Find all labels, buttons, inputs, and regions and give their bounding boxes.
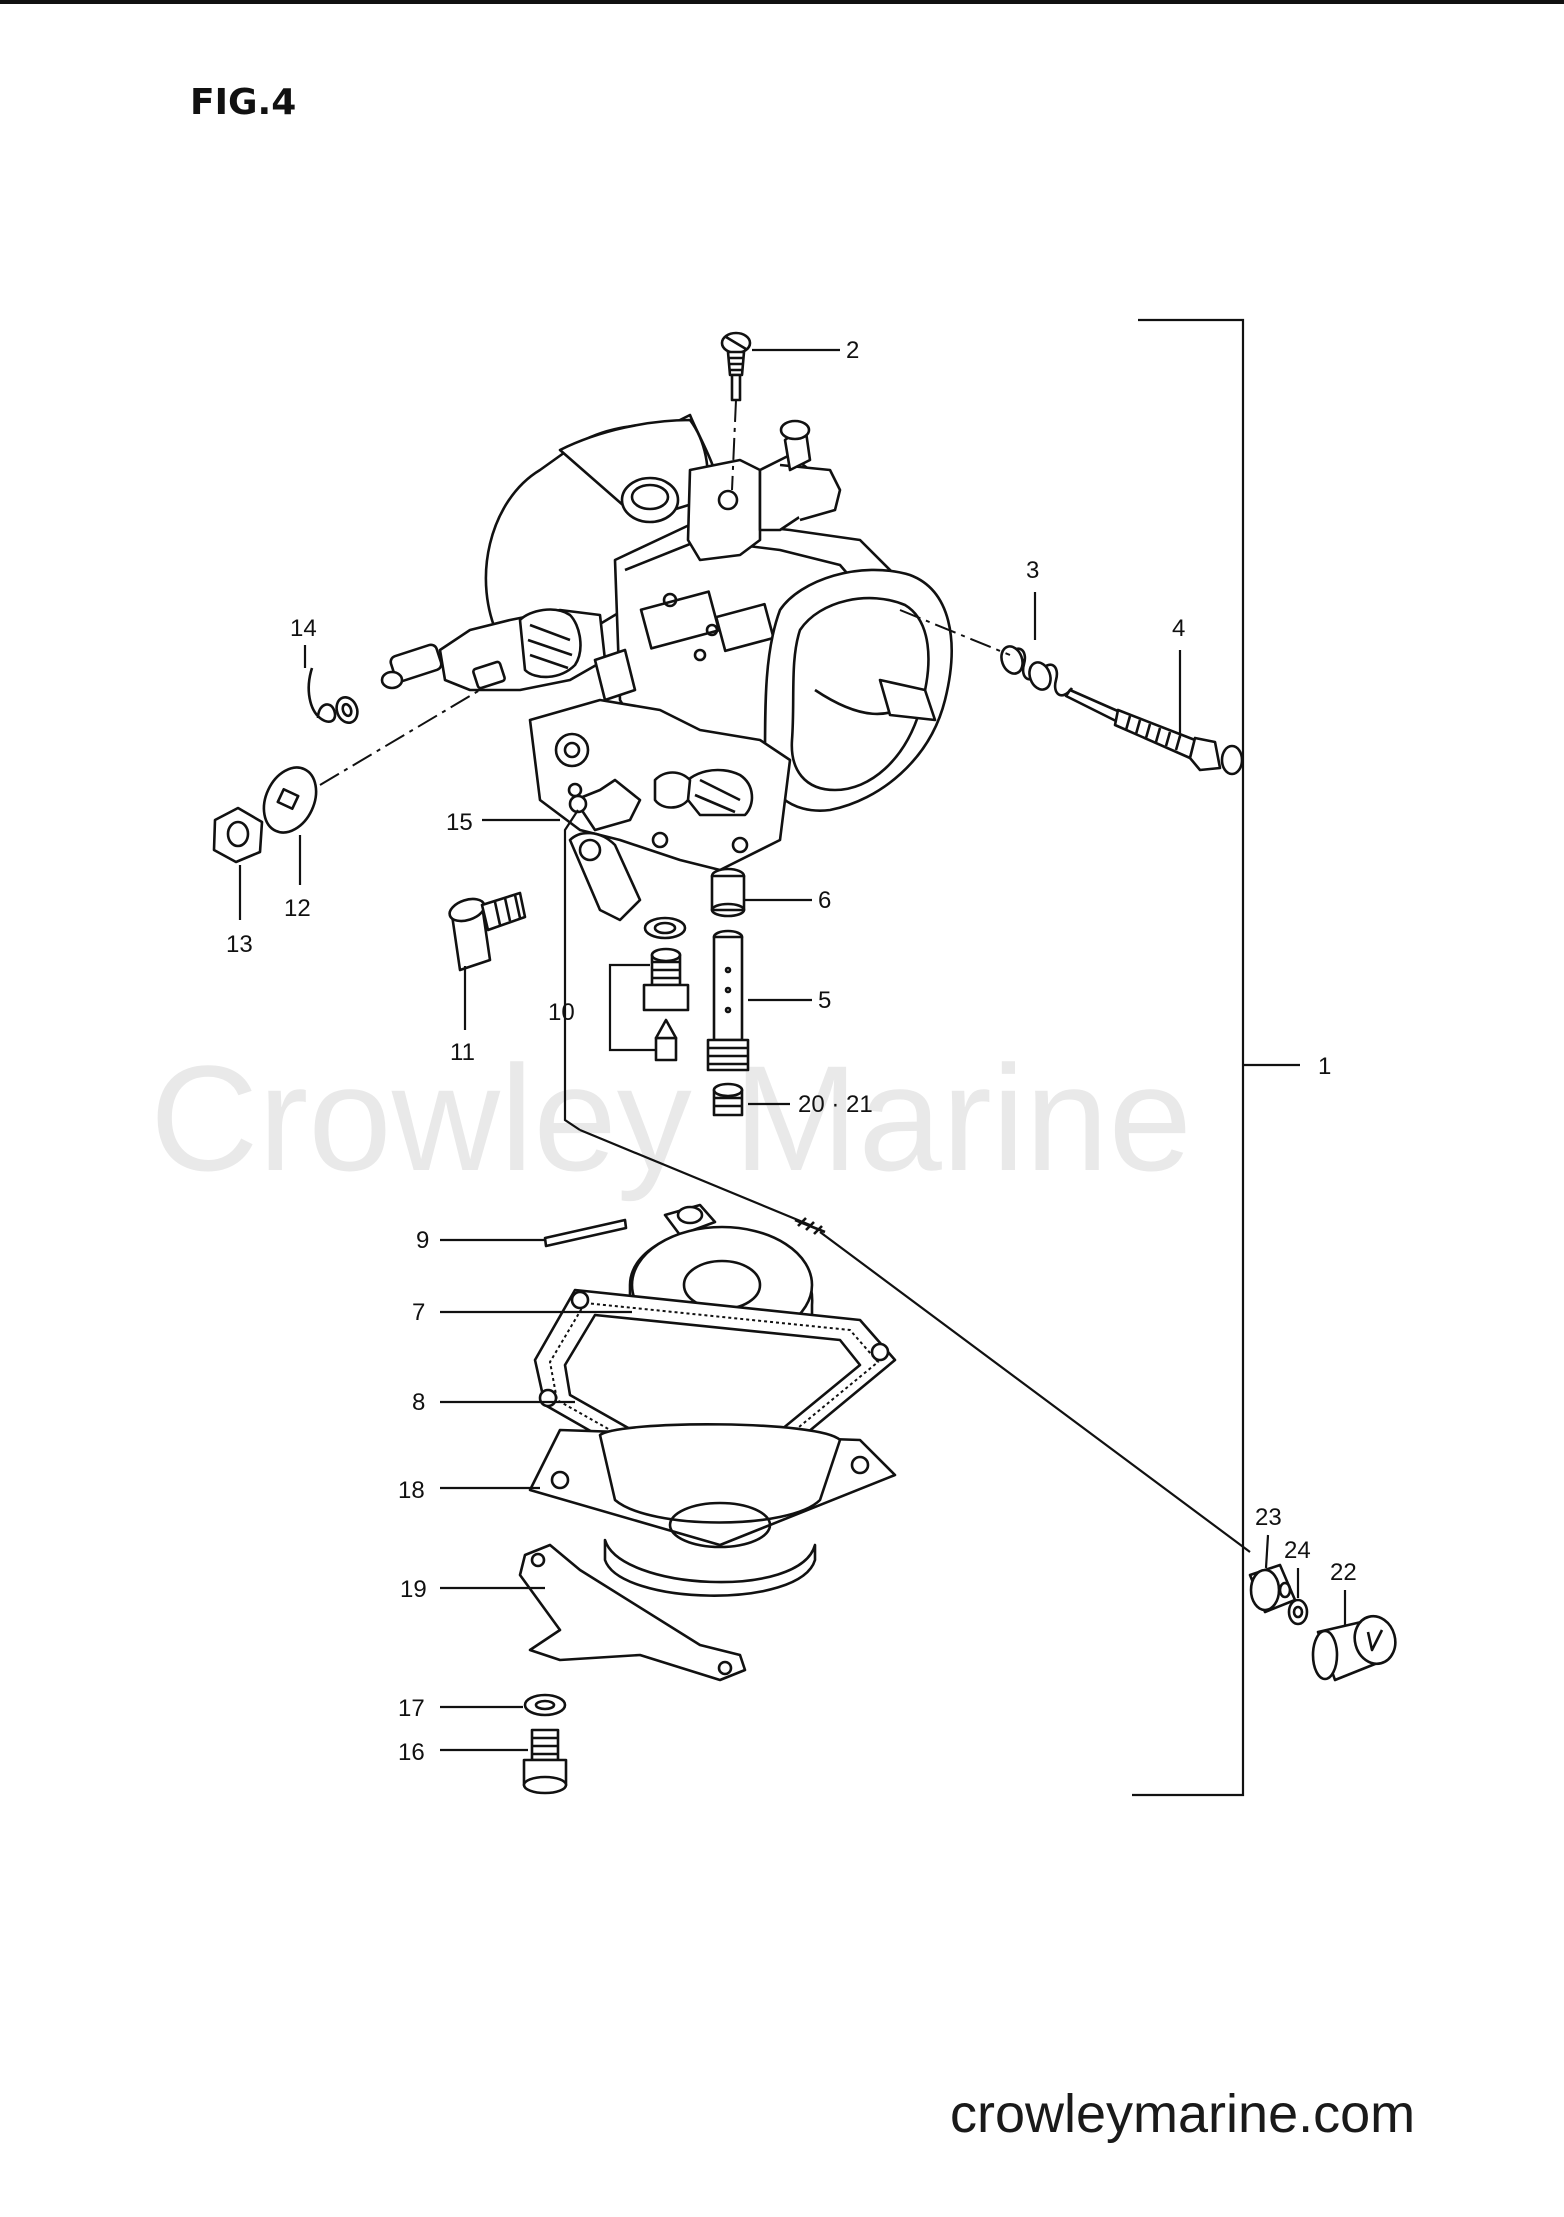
part-12-washer <box>262 766 318 834</box>
callout-8: 8 <box>412 1389 425 1416</box>
part-13-nut <box>212 806 264 864</box>
part-18-float-bowl <box>528 1423 897 1597</box>
figure-title: FIG.4 <box>190 82 296 123</box>
callout-14: 14 <box>290 615 317 642</box>
watermark-text: Crowley Marine <box>150 1034 1192 1202</box>
part-16-screw <box>522 1728 568 1795</box>
part-5-main-nozzle <box>706 929 750 1072</box>
part-17-washer <box>523 1693 567 1717</box>
part-11-bolt <box>448 891 527 972</box>
assembly-bracket <box>1132 318 1300 1797</box>
part-2-screw <box>720 331 752 491</box>
part-3-spring <box>1000 645 1074 697</box>
callout-22: 22 <box>1330 1559 1357 1586</box>
callout-1: 1 <box>1318 1053 1331 1080</box>
carburetor-body <box>380 413 953 922</box>
callout-7: 7 <box>412 1299 425 1326</box>
callout-3: 3 <box>1026 557 1039 584</box>
callout-19: 19 <box>400 1576 427 1603</box>
part-6-sleeve <box>710 867 746 918</box>
callout-13: 13 <box>226 931 253 958</box>
part-10-needle-valve <box>608 916 690 1062</box>
callout-11: 11 <box>450 1039 475 1066</box>
callout-5: 5 <box>818 987 831 1014</box>
part-8-gasket <box>533 1288 897 1507</box>
callout-15: 15 <box>446 809 473 836</box>
leader-lines <box>238 348 1347 1752</box>
callout-23: 23 <box>1255 1504 1282 1531</box>
callout-10: 10 <box>548 999 575 1026</box>
part-24-nut <box>1287 1598 1309 1626</box>
callout-12: 12 <box>284 895 311 922</box>
callout-labels: 1 2 3 4 5 6 7 8 9 10 11 12 13 14 15 16 1… <box>226 337 1357 1766</box>
part-23-grommet <box>1248 1563 1297 1614</box>
part-14-clip <box>307 667 359 724</box>
part-15-link-rod <box>563 794 1251 1553</box>
callout-6: 6 <box>818 887 831 914</box>
callout-9: 9 <box>416 1227 429 1254</box>
callout-17: 17 <box>398 1695 425 1722</box>
part-20-21-main-jet <box>712 1082 744 1117</box>
part-19-plate <box>518 1543 747 1682</box>
footer-site-text: crowleymarine.com <box>950 2084 1415 2144</box>
callout-20-21: 20 · 21 <box>798 1091 873 1118</box>
part-22-knob <box>1311 1614 1397 1682</box>
part-9-float-pin <box>543 1218 628 1248</box>
callout-18: 18 <box>398 1477 425 1504</box>
callout-24: 24 <box>1284 1537 1311 1564</box>
part-4-needle-screw <box>899 609 1244 776</box>
callout-16: 16 <box>398 1739 425 1766</box>
callout-4: 4 <box>1172 615 1185 642</box>
callout-2: 2 <box>846 337 859 364</box>
